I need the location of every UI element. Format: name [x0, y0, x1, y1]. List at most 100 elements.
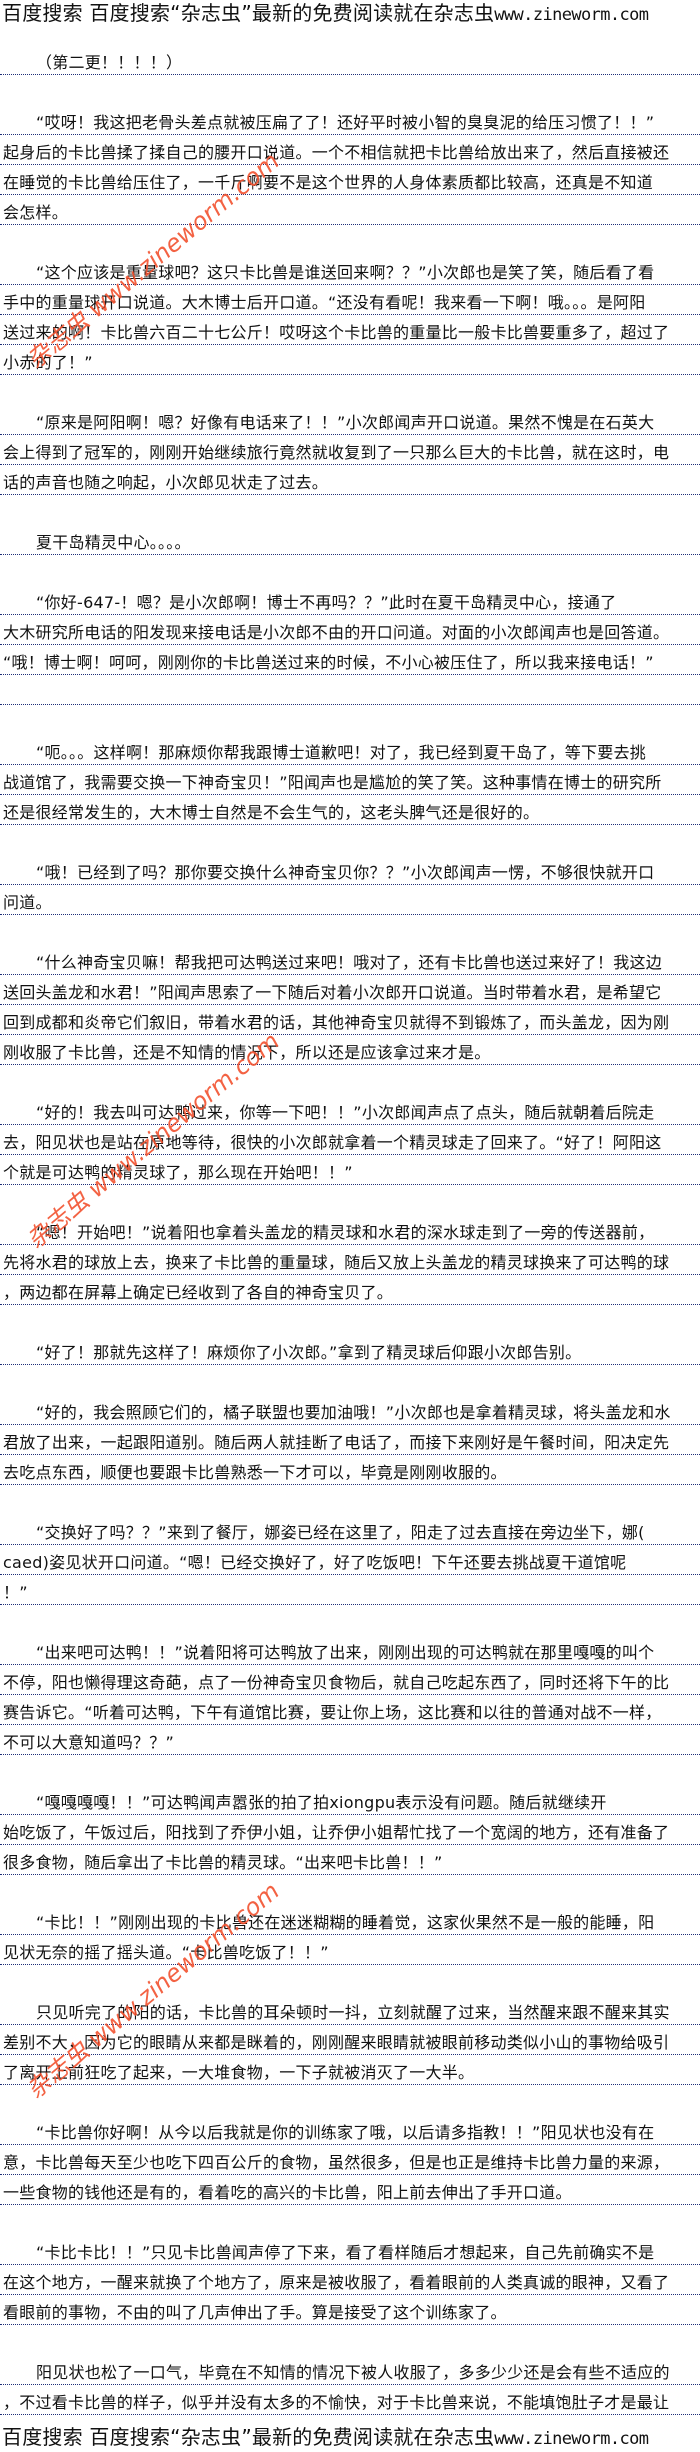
- text-line: 战道馆了，我需要交换一下神奇宝贝！”阳闻声也是尴尬的笑了笑。这种事情在博士的研究…: [0, 765, 700, 795]
- text-line: 送回头盖龙和水君！”阳闻声思索了一下随后对着小次郎开口说道。当时带着水君，是希望…: [0, 975, 700, 1005]
- paragraph: “交换好了吗？？”来到了餐厅，娜姿已经在这里了，阳走了过去直接在旁边坐下，娜(c…: [0, 1515, 700, 1605]
- text-line: 起身后的卡比兽揉了揉自己的腰开口说道。一个不相信就把卡比兽给放出来了，然后直接被…: [0, 135, 700, 165]
- paragraph-spacer: [0, 375, 700, 405]
- line-text: 话的声音也随之响起，小次郎见状走了过去。: [3, 473, 329, 492]
- banner-url[interactable]: www.zineworm.com: [494, 2429, 649, 2449]
- paragraph: “哦！已经到了吗？那你要交换什么神奇宝贝你？？”小次郎闻声一愣，不够很快就开口问…: [0, 855, 700, 915]
- text-line: 问道。: [0, 885, 700, 915]
- text-line: “哦！已经到了吗？那你要交换什么神奇宝贝你？？”小次郎闻声一愣，不够很快就开口: [0, 855, 700, 885]
- text-line: [0, 675, 700, 705]
- text-line: “好的，我会照顾它们的，橘子联盟也要加油哦！”小次郎也是拿着精灵球，将头盖龙和水: [0, 1395, 700, 1425]
- paragraph: “出来吧可达鸭！！”说着阳将可达鸭放了出来，刚刚出现的可达鸭就在那里嘎嘎的叫个不…: [0, 1635, 700, 1755]
- top-banner: 百度搜索 百度搜索“杂志虫”最新的免费阅读就在杂志虫www.zineworm.c…: [0, 0, 700, 26]
- line-text: 不停，阳也懒得理这奇葩，点了一份神奇宝贝食物后，就自己吃起东西了，同时还将下午的…: [3, 1673, 670, 1692]
- line-text: 君放了出来，一起跟阳道别。随后两人就挂断了电话了，而接下来刚好是午餐时间，阳决定…: [3, 1433, 670, 1452]
- paragraph: “卡比！！”刚刚出现的卡比兽还在迷迷糊糊的睡着觉，这家伙果然不是一般的能睡，阳见…: [0, 1905, 700, 1965]
- line-text: 先将水君的球放上去，换来了卡比兽的重量球，随后又放上头盖龙的精灵球换来了可达鸭的…: [3, 1253, 670, 1272]
- line-text: （第二更！！！！）: [36, 53, 183, 72]
- banner-url[interactable]: www.zineworm.com: [494, 5, 649, 25]
- line-text: “卡比！！”刚刚出现的卡比兽还在迷迷糊糊的睡着觉，这家伙果然不是一般的能睡，阳: [36, 1913, 655, 1932]
- text-line: ！”: [0, 1575, 700, 1605]
- text-line: 始吃饭了，午饭过后，阳找到了乔伊小姐，让乔伊小姐帮忙找了一个宽阔的地方，还有准备…: [0, 1815, 700, 1845]
- paragraph-spacer: [0, 1485, 700, 1515]
- paragraph: “什么神奇宝贝嘛！帮我把可达鸭送过来吧！哦对了，还有卡比兽也送过来好了！我这边送…: [0, 945, 700, 1065]
- line-text: 只见听完了的阳的话，卡比兽的耳朵顿时一抖，立刻就醒了过来，当然醒来跟不醒来其实: [36, 2003, 670, 2022]
- paragraph: 夏干岛精灵中心。。。。: [0, 525, 700, 555]
- text-line: “卡比卡比！！”只见卡比兽闻声停了下来，看了看样随后才想起来，自己先前确实不是: [0, 2235, 700, 2265]
- line-text: “原来是阿阳啊！嗯？好像有电话来了！！”小次郎闻声开口说道。果然不愧是在石英大: [36, 413, 655, 432]
- paragraph-spacer: [0, 1755, 700, 1785]
- paragraph-spacer: [0, 1305, 700, 1335]
- line-text: ，不过看卡比兽的样子，似乎并没有太多的不愉快，对于卡比兽来说，不能填饱肚子才是最…: [3, 2393, 670, 2412]
- line-text: “哦！博士啊！呵呵，刚刚你的卡比兽送过来的时候，不小心被压住了，所以我来接电话！…: [3, 653, 654, 672]
- text-line: ，两边都在屏幕上确定已经收到了各自的神奇宝贝了。: [0, 1275, 700, 1305]
- paragraph-spacer: [0, 1185, 700, 1215]
- text-line: 去，阳见状也是站在原地等待，很快的小次郎就拿着一个精灵球走了回来了。“好了！阿阳…: [0, 1125, 700, 1155]
- text-line: 还是很经常发生的，大木博士自然是不会生气的，这老头脾气还是很好的。: [0, 795, 700, 825]
- text-line: 会怎样。: [0, 195, 700, 225]
- text-line: “什么神奇宝贝嘛！帮我把可达鸭送过来吧！哦对了，还有卡比兽也送过来好了！我这边: [0, 945, 700, 975]
- text-line: “哦！博士啊！呵呵，刚刚你的卡比兽送过来的时候，不小心被压住了，所以我来接电话！…: [0, 645, 700, 675]
- paragraph: “你好-647-！嗯？是小次郎啊！博士不再吗？？”此时在夏干岛精灵中心，接通了大…: [0, 585, 700, 705]
- line-text: “呃。。。这样啊！那麻烦你帮我跟博士道歉吧！对了，我已经到夏干岛了，等下要去挑: [36, 743, 647, 762]
- line-text: 回到成都和炎帝它们叙旧，带着水君的话，其他神奇宝贝就得不到锻炼了，而头盖龙，因为…: [3, 1013, 670, 1032]
- text-line: “卡比！！”刚刚出现的卡比兽还在迷迷糊糊的睡着觉，这家伙果然不是一般的能睡，阳: [0, 1905, 700, 1935]
- paragraph-spacer: [0, 1875, 700, 1905]
- paragraph: “原来是阿阳啊！嗯？好像有电话来了！！”小次郎闻声开口说道。果然不愧是在石英大会…: [0, 405, 700, 495]
- line-text: 问道。: [3, 893, 52, 912]
- paragraph-spacer: [0, 825, 700, 855]
- paragraph-spacer: [0, 915, 700, 945]
- paragraph-spacer: [0, 2085, 700, 2115]
- text-line: 送过来的啊！卡比兽六百二十七公斤！哎呀这个卡比兽的重量比一般卡比兽要重多了，超过…: [0, 315, 700, 345]
- paragraph: “好了！那就先这样了！麻烦你了小次郎。”拿到了精灵球后仰跟小次郎告别。: [0, 1335, 700, 1365]
- line-text: “好的！我去叫可达鸭过来，你等一下吧！！”小次郎闻声点了点头，随后就朝着后院走: [36, 1103, 655, 1122]
- text-line: 了离开上前狂吃了起来，一大堆食物，一下子就被消灭了一大半。: [0, 2055, 700, 2085]
- line-text: 大木研究所电话的阳发现来接电话是小次郎不由的开口问道。对面的小次郎闻声也是回答道…: [3, 623, 670, 642]
- line-text: 会上得到了冠军的，刚刚开始继续旅行竟然就收复到了一只那么巨大的卡比兽，就在这时，…: [3, 443, 670, 462]
- line-text: 在这个地方，一醒来就换了个地方了，原来是被收服了，看着眼前的人类真诚的眼神，又看…: [3, 2273, 670, 2292]
- line-text: 手中的重量球开口说道。大木博士后开口道。“还没有看呢！我来看一下啊！哦。。。是阿…: [3, 293, 646, 312]
- paragraph: “好的，我会照顾它们的，橘子联盟也要加油哦！”小次郎也是拿着精灵球，将头盖龙和水…: [0, 1395, 700, 1485]
- text-line: 大木研究所电话的阳发现来接电话是小次郎不由的开口问道。对面的小次郎闻声也是回答道…: [0, 615, 700, 645]
- line-text: “卡比卡比！！”只见卡比兽闻声停了下来，看了看样随后才想起来，自己先前确实不是: [36, 2243, 655, 2262]
- text-line: 去吃点东西，顺便也要跟卡比兽熟悉一下才可以，毕竟是刚刚收服的。: [0, 1455, 700, 1485]
- paragraph-spacer: [0, 1965, 700, 1995]
- line-text: 始吃饭了，午饭过后，阳找到了乔伊小姐，让乔伊小姐帮忙找了一个宽阔的地方，还有准备…: [3, 1823, 670, 1842]
- text-line: 看眼前的事物，不由的叫了几声伸出了手。算是接受了这个训练家了。: [0, 2295, 700, 2325]
- paragraph: “卡比兽你好啊！从今以后我就是你的训练家了哦，以后请多指教！！”阳见状也没有在意…: [0, 2115, 700, 2205]
- line-text: 意，卡比兽每天至少也吃下四百公斤的食物，虽然很多，但是也正是维持卡比兽力量的来源…: [3, 2153, 670, 2172]
- line-text: “嘎嘎嘎嘎！！”可达鸭闻声嚣张的拍了拍xiongpu表示没有问题。随后就继续开: [36, 1793, 607, 1812]
- text-line: “嘎嘎嘎嘎！！”可达鸭闻声嚣张的拍了拍xiongpu表示没有问题。随后就继续开: [0, 1785, 700, 1815]
- paragraph-spacer: [0, 1605, 700, 1635]
- line-text: 阳见状也松了一口气，毕竟在不知情的情况下被人收服了，多多少少还是会有些不适应的: [36, 2363, 670, 2382]
- text-line: “好的！我去叫可达鸭过来，你等一下吧！！”小次郎闻声点了点头，随后就朝着后院走: [0, 1095, 700, 1125]
- bottom-banner: 百度搜索 百度搜索“杂志虫”最新的免费阅读就在杂志虫www.zineworm.c…: [0, 2424, 700, 2450]
- text-line: “卡比兽你好啊！从今以后我就是你的训练家了哦，以后请多指教！！”阳见状也没有在: [0, 2115, 700, 2145]
- text-line: 不停，阳也懒得理这奇葩，点了一份神奇宝贝食物后，就自己吃起东西了，同时还将下午的…: [0, 1665, 700, 1695]
- line-text: 去，阳见状也是站在原地等待，很快的小次郎就拿着一个精灵球走了回来了。“好了！阿阳…: [3, 1133, 662, 1152]
- paragraph: 只见听完了的阳的话，卡比兽的耳朵顿时一抖，立刻就醒了过来，当然醒来跟不醒来其实差…: [0, 1995, 700, 2085]
- line-text: 送回头盖龙和水君！”阳闻声思索了一下随后对着小次郎开口说道。当时带着水君，是希望…: [3, 983, 662, 1002]
- line-text: 去吃点东西，顺便也要跟卡比兽熟悉一下才可以，毕竟是刚刚收服的。: [3, 1463, 507, 1482]
- text-line: 君放了出来，一起跟阳道别。随后两人就挂断了电话了，而接下来刚好是午餐时间，阳决定…: [0, 1425, 700, 1455]
- text-line: 差别不大，因为它的眼睛从来都是眯着的，刚刚醒来眼睛就被眼前移动类似小山的事物给吸…: [0, 2025, 700, 2055]
- line-text: ！”: [3, 1583, 28, 1602]
- text-line: ，不过看卡比兽的样子，似乎并没有太多的不愉快，对于卡比兽来说，不能填饱肚子才是最…: [0, 2385, 700, 2415]
- line-text: “你好-647-！嗯？是小次郎啊！博士不再吗？？”此时在夏干岛精灵中心，接通了: [36, 593, 617, 612]
- line-text: “哦！已经到了吗？那你要交换什么神奇宝贝你？？”小次郎闻声一愣，不够很快就开口: [36, 863, 655, 882]
- line-text: “好的，我会照顾它们的，橘子联盟也要加油哦！”小次郎也是拿着精灵球，将头盖龙和水: [36, 1403, 671, 1422]
- text-line: 赛告诉它。“听着可达鸭，下午有道馆比赛，要让你上场，这比赛和以往的普通对战不一样…: [0, 1695, 700, 1725]
- line-text: “卡比兽你好啊！从今以后我就是你的训练家了哦，以后请多指教！！”阳见状也没有在: [36, 2123, 655, 2142]
- paragraph: “嘎嘎嘎嘎！！”可达鸭闻声嚣张的拍了拍xiongpu表示没有问题。随后就继续开始…: [0, 1785, 700, 1875]
- paragraph-spacer: [0, 1365, 700, 1395]
- line-text: “什么神奇宝贝嘛！帮我把可达鸭送过来吧！哦对了，还有卡比兽也送过来好了！我这边: [36, 953, 663, 972]
- text-line: 在这个地方，一醒来就换了个地方了，原来是被收服了，看着眼前的人类真诚的眼神，又看…: [0, 2265, 700, 2295]
- text-line: 小赤的了！”: [0, 345, 700, 375]
- banner-text: 百度搜索 百度搜索“杂志虫”最新的免费阅读就在杂志虫: [2, 1, 495, 25]
- text-line: 见状无奈的摇了摇头道。“卡比兽吃饭了！！”: [0, 1935, 700, 1965]
- text-line: “原来是阿阳啊！嗯？好像有电话来了！！”小次郎闻声开口说道。果然不愧是在石英大: [0, 405, 700, 435]
- paragraph-spacer: [0, 225, 700, 255]
- line-text: 赛告诉它。“听着可达鸭，下午有道馆比赛，要让你上场，这比赛和以往的普通对战不一样…: [3, 1703, 662, 1722]
- line-text: 差别不大，因为它的眼睛从来都是眯着的，刚刚醒来眼睛就被眼前移动类似小山的事物给吸…: [3, 2033, 670, 2052]
- paragraph: “这个应该是重量球吧？这只卡比兽是谁送回来啊？？”小次郎也是笑了笑，随后看了看手…: [0, 255, 700, 375]
